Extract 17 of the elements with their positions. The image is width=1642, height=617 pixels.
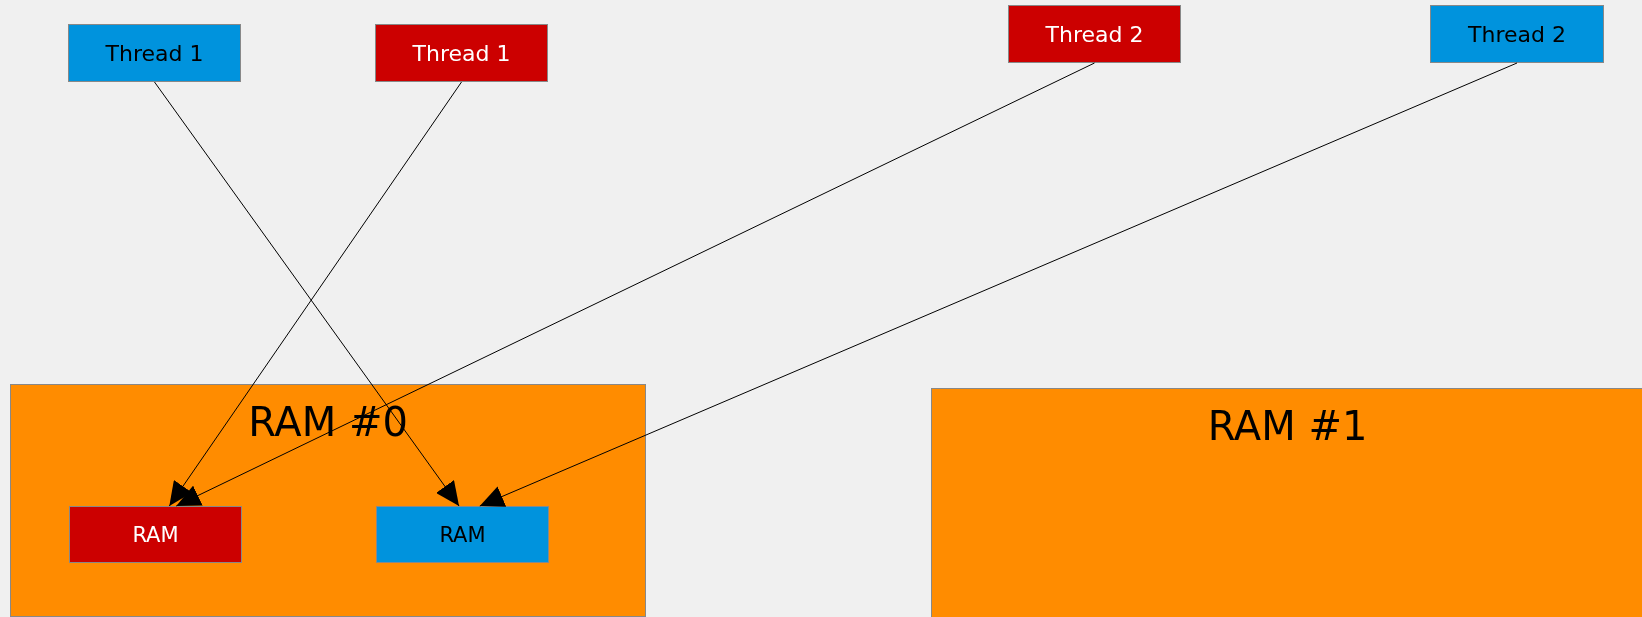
ram-label: RAM: [131, 522, 180, 547]
ram-box: [69, 506, 242, 563]
arrow: [175, 62, 1095, 507]
memory-node-title: RAM #1: [1206, 403, 1369, 449]
thread-box: [1430, 5, 1604, 63]
memory-node-panel: [931, 388, 1642, 617]
thread-label: Thread 2: [1467, 21, 1567, 47]
thread-label: Thread 2: [1044, 21, 1145, 47]
arrow: [479, 62, 1518, 507]
thread-box: [375, 24, 548, 82]
thread-label: Thread 1: [411, 40, 512, 66]
ram-box: [376, 506, 549, 563]
memory-node-panel: [10, 384, 646, 617]
thread-label: Thread 1: [104, 40, 205, 66]
ram-label: RAM: [438, 522, 487, 547]
thread-box: [1008, 5, 1181, 63]
thread-box: [68, 24, 241, 82]
